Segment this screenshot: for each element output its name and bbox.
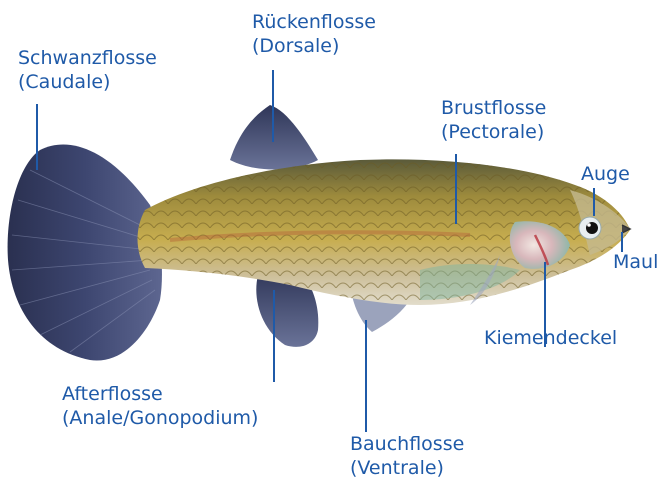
ventral-leader-line [365,320,367,432]
caudal-fin-label: Schwanzflosse (Caudale) [18,46,157,94]
dorsal-leader-line [272,70,274,142]
mouth-name: Maul [613,250,658,274]
eye-label: Auge [581,162,630,186]
pectoral-leader-line [455,154,457,224]
pectoral-fin-latin: (Pectorale) [441,120,546,144]
anal-fin-latin: (Anale/Gonopodium) [62,406,258,430]
dorsal-fin-label: Rückenflosse (Dorsale) [252,10,376,58]
mouth-leader-line [621,232,623,252]
ventral-fin-label: Bauchflosse (Ventrale) [350,432,464,480]
gill-cover-name: Kiemendeckel [484,326,617,350]
mouth-label: Maul [613,250,658,274]
caudal-fin-name: Schwanzflosse [18,46,157,70]
ventral-fin-latin: (Ventrale) [350,456,464,480]
mouth-shape [622,225,630,233]
pectoral-fin-name: Brustflosse [441,96,546,120]
anal-fin-label: Afterflosse (Anale/Gonopodium) [62,382,258,430]
caudal-fin-shape [8,145,162,361]
dorsal-fin-shape [230,105,318,169]
eye-name: Auge [581,162,630,186]
gill-cover-label: Kiemendeckel [484,326,617,350]
anal-leader-line [273,290,275,382]
dorsal-fin-latin: (Dorsale) [252,34,376,58]
pectoral-fin-label: Brustflosse (Pectorale) [441,96,546,144]
caudal-fin-latin: (Caudale) [18,70,157,94]
caudal-leader-line [36,104,38,170]
eye-leader-line [593,188,595,216]
ventral-fin-name: Bauchflosse [350,432,464,456]
anal-fin-name: Afterflosse [62,382,258,406]
dorsal-fin-name: Rückenflosse [252,10,376,34]
